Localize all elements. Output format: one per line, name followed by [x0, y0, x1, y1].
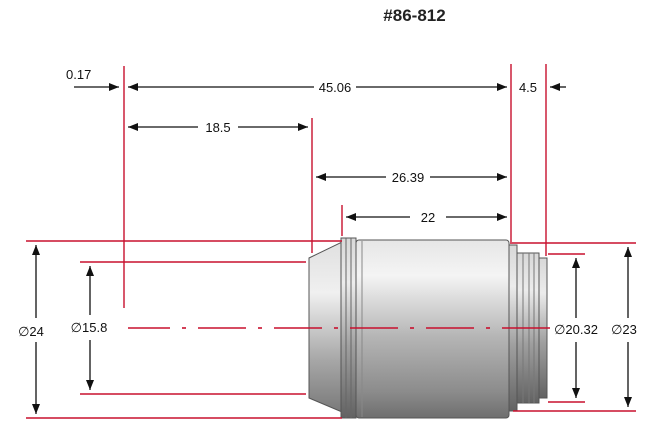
dim-label-diameter-outer: ∅24: [18, 324, 44, 339]
dimension-diameter-inner: ∅15.8: [71, 266, 108, 390]
dimension-diameter-rear: ∅23: [611, 247, 637, 407]
dimension-diameter-thread: ∅20.32: [554, 258, 598, 398]
dimension-front-section: 18.5: [128, 120, 308, 135]
dim-label-overall-length: 45.06: [319, 80, 352, 95]
dim-label-front-section: 18.5: [205, 120, 230, 135]
dim-label-diameter-inner: ∅15.8: [71, 320, 108, 335]
dim-label-rear-length: 4.5: [519, 80, 537, 95]
main-barrel: [355, 239, 510, 419]
dimension-rear-length: 4.5: [519, 80, 566, 95]
dim-label-diameter-rear: ∅23: [611, 322, 637, 337]
dim-label-barrel-length: 22: [421, 210, 435, 225]
dimension-diameter-outer: ∅24: [18, 245, 44, 414]
dim-label-diameter-thread: ∅20.32: [554, 322, 598, 337]
part-number-title: #86-812: [383, 6, 446, 25]
dimension-body-length: 26.39: [316, 170, 507, 185]
dimension-barrel-length: 22: [346, 210, 507, 225]
dimension-offset-front: 0.17: [66, 67, 119, 91]
front-cone: [308, 241, 343, 413]
extension-lines: [26, 64, 636, 419]
dim-label-offset-front: 0.17: [66, 67, 91, 82]
dimension-overall-length: 45.06: [128, 80, 507, 95]
dim-label-body-length: 26.39: [392, 170, 425, 185]
